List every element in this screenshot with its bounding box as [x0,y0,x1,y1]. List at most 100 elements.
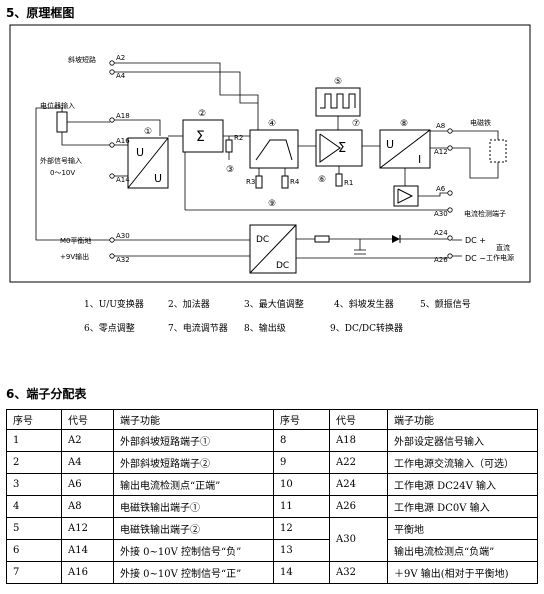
cell: 平衡地 [387,517,538,540]
diagram-frame [9,24,531,283]
cell: 13 [273,539,330,562]
uu-label-u2: U [154,172,162,185]
cell: A30 [329,517,388,562]
r4-symbol [281,175,289,189]
cell: A12 [61,517,114,540]
cell: A24 [329,473,388,496]
num-4: ④ [268,119,276,129]
terminal-a6: A6 [436,185,446,193]
num-3: ③ [226,165,234,175]
table-header-row: 序号 代号 端子功能 序号 代号 端子功能 [6,409,538,430]
legend-6: 6、零点调整 [84,324,135,334]
section-5-title: 5、原理框图 [6,6,75,20]
legend-7: 7、电流调节器 [168,324,228,334]
cell: 14 [273,561,330,584]
cell: 1 [6,429,62,452]
header-no-2: 序号 [273,409,330,430]
section-6-title: 6、端子分配表 [6,387,87,401]
dcdc-label-bottom: DC [276,261,289,271]
cell: 电磁铁输出端子① [113,495,274,518]
label-current-detect: 电流检测端子 [464,209,506,218]
legend-3: 3、最大值调整 [244,300,304,310]
cell: 外接 0~10V 控制信号“正” [113,561,274,584]
terminal-a4: A4 [116,72,126,80]
legend-1: 1、U/U变换器 [84,300,144,310]
header-function-2: 端子功能 [387,409,538,430]
terminal-a8: A8 [436,122,445,130]
num-6: ⑥ [318,175,326,185]
cell: 外接 0~10V 控制信号“负” [113,539,274,562]
legend-5: 5、颤振信号 [420,300,471,310]
cell: A22 [329,451,388,474]
cell: A16 [61,561,114,584]
cell: 5 [6,517,62,540]
table-row: 1 A2 外部斜坡短路端子① 8 A18 外部设定器信号输入 [6,429,538,452]
r1-symbol [335,173,343,187]
header-code: 代号 [61,409,114,430]
label-pot-input: 电位器输入 [40,101,75,110]
dcdc-block [249,224,297,274]
dither-block [315,87,361,117]
terminal-a30: A30 [116,232,130,240]
table-row: 3 A6 输出电流检测点“正端” 10 A24 工作电源 DC24V 输入 [6,473,538,496]
terminal-a30-right: A30 [434,210,448,218]
cell: 11 [273,495,330,518]
header-function: 端子功能 [113,409,274,430]
label-9v: +9V输出 [60,252,89,261]
adder-sigma: Σ [196,129,205,145]
table-row: 7 A16 外接 0~10V 控制信号“正” 14 A32 ＋9V 输出(相对于… [6,561,538,584]
terminal-table: 序号 代号 端子功能 序号 代号 端子功能 1 A2 外部斜坡短路端子① 8 A… [6,409,538,584]
cell: 输出电流检测点“正端” [113,473,274,496]
label-ext-signal: 外部信号输入 [40,156,82,165]
cell: 6 [6,539,62,562]
num-2: ② [198,109,206,119]
cell: A8 [61,495,114,518]
terminal-a2: A2 [116,54,125,62]
cell: 工作电源交流输入（可选） [387,451,538,474]
dcdc-label-top: DC [256,235,269,245]
uu-converter-block [127,137,169,189]
cell: 12 [273,517,330,540]
legend-9: 9、DC/DC转换器 [330,324,403,334]
cell: A4 [61,451,114,474]
cell: 8 [273,429,330,452]
num-8: ⑧ [400,119,408,129]
cell: A2 [61,429,114,452]
cell: 4 [6,495,62,518]
cell: 外部斜坡短路端子① [113,429,274,452]
table-row: 2 A4 外部斜坡短路端子② 9 A22 工作电源交流输入（可选） [6,451,538,474]
regulator-sigma: Σ [338,141,346,156]
block-diagram: 斜坡短路 电位器输入 外部信号输入 0～10V 电磁铁 电流检测端子 DC + … [9,24,531,283]
cell: 2 [6,451,62,474]
label-solenoid: 电磁铁 [470,118,491,127]
cell: 电磁铁输出端子② [113,517,274,540]
table-row: 5 A12 电磁铁输出端子② 12 A30 平衡地 [6,517,538,562]
cell: A32 [329,561,388,584]
r2-symbol [225,139,233,153]
label-r1: R1 [344,179,353,187]
label-dc-supply-1: 直流 [496,243,510,252]
cell: 7 [6,561,62,584]
cell: 外部设定器信号输入 [387,429,538,452]
label-dc-supply-2: 工作电源 [486,253,514,262]
label-r4: R4 [290,178,300,186]
legend-8: 8、输出级 [244,324,286,334]
terminal-a26: A26 [434,256,448,264]
cell: 外部斜坡短路端子② [113,451,274,474]
legend-4: 4、斜坡发生器 [334,300,394,310]
terminal-markers [109,60,453,259]
cell: 9 [273,451,330,474]
terminal-a16: A16 [116,137,130,145]
cell: A6 [61,473,114,496]
solenoid-symbol [489,139,507,163]
output-label-i: I [418,153,421,166]
num-9: ⑨ [268,199,276,209]
label-r3: R3 [246,178,255,186]
num-7: ⑦ [352,119,360,129]
cell: ＋9V 输出(相对于平衡地) [387,561,538,584]
label-m0: M0平衡地 [60,236,92,245]
header-no: 序号 [6,409,62,430]
cell: 工作电源 DC24V 输入 [387,473,538,496]
uu-label-u1: U [136,146,144,159]
output-label-u: U [386,138,394,151]
